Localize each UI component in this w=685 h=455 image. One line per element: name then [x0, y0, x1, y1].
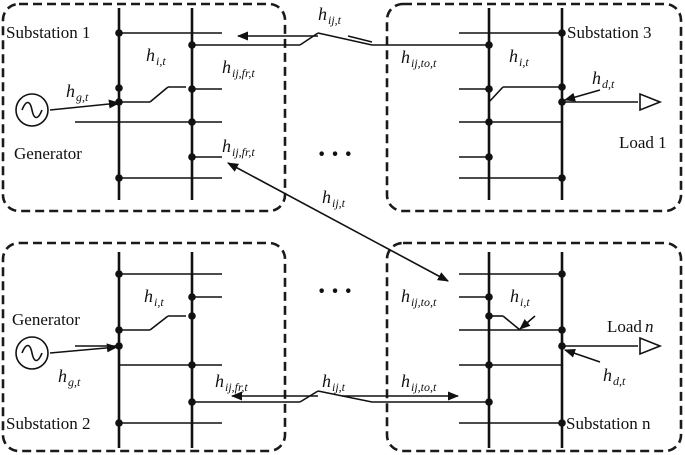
svg-text:h: h	[322, 187, 331, 207]
symbol-h-it: h i,t	[510, 286, 530, 309]
svg-text:h: h	[222, 57, 231, 77]
substation-3-boundary	[385, 2, 683, 213]
sine-wave-icon	[21, 101, 43, 119]
svg-text:ij,t: ij,t	[328, 13, 342, 27]
load-triangle-icon	[639, 92, 663, 112]
line-s1-sn	[227, 162, 449, 282]
svg-text:h: h	[401, 371, 410, 391]
load-label: Load 1	[619, 133, 667, 152]
symbol-h-ijtot: h ij,to,t	[401, 286, 437, 309]
sine-wave-icon	[21, 344, 43, 362]
substation-label: Substation 2	[6, 414, 91, 433]
svg-text:h: h	[215, 371, 224, 391]
svg-text:h: h	[603, 365, 612, 385]
svg-text:i,t: i,t	[519, 55, 529, 69]
svg-text:n: n	[645, 317, 654, 336]
svg-text:h: h	[509, 46, 518, 66]
symbol-h-ijt: h ij,t	[322, 371, 346, 394]
ellipsis: ···	[317, 139, 357, 170]
symbol-h-gt: h g,t	[58, 366, 81, 389]
symbol-h-dt: h d,t	[603, 365, 626, 388]
symbol-h-ijt: h ij,t	[318, 4, 342, 27]
svg-text:d,t: d,t	[602, 77, 615, 91]
svg-text:h: h	[58, 366, 67, 386]
substation-label: Substation 1	[6, 23, 91, 42]
svg-text:h: h	[222, 136, 231, 156]
symbol-h-ijfrt: h ij,fr,t	[222, 57, 255, 80]
load-label: Load n	[607, 317, 654, 336]
svg-text:d,t: d,t	[613, 374, 626, 388]
svg-text:i,t: i,t	[520, 295, 530, 309]
svg-text:ij,to,t: ij,to,t	[411, 295, 437, 309]
substation-2: Generator Substation 2 h g,t h i,t h ij,…	[1, 241, 287, 453]
transmission-lines: h ij,t h ij,t h ij,t	[222, 4, 460, 403]
svg-text:i,t: i,t	[156, 54, 166, 68]
svg-text:h: h	[322, 371, 331, 391]
substation-1: Substation 1 Generator h g,t h i,t h ij,…	[1, 2, 300, 213]
svg-text:i,t: i,t	[154, 295, 164, 309]
substation-n: Load n Substation n h ij,to,t h i,t h d,…	[372, 241, 683, 453]
svg-text:h: h	[144, 286, 153, 306]
symbol-h-ijfrt: h ij,fr,t	[222, 136, 255, 159]
substation-label: Substation 3	[567, 23, 652, 42]
symbol-h-it: h i,t	[509, 46, 529, 69]
svg-text:h: h	[510, 286, 519, 306]
symbol-h-dt: h d,t	[592, 68, 615, 91]
symbol-h-it: h i,t	[146, 45, 166, 68]
substation-3: Substation 3 Load 1 h ij,to,t h i,t h d,…	[372, 2, 683, 213]
line-switch	[299, 32, 319, 46]
svg-text:ij,to,t: ij,to,t	[411, 56, 437, 70]
svg-text:h: h	[66, 81, 75, 101]
generator-label: Generator	[12, 310, 80, 329]
symbol-h-ijfrt: h ij,fr,t	[215, 371, 248, 394]
symbol-h-ijt: h ij,t	[322, 187, 346, 210]
substation-n-boundary	[385, 241, 683, 453]
svg-text:ij,fr,t: ij,fr,t	[225, 380, 248, 394]
load-triangle-icon	[639, 336, 663, 356]
svg-text:ij,to,t: ij,to,t	[411, 380, 437, 394]
symbol-h-ijtot: h ij,to,t	[401, 47, 437, 70]
svg-text:Load: Load	[607, 317, 642, 336]
svg-text:g,t: g,t	[68, 375, 81, 389]
svg-text:h: h	[592, 68, 601, 88]
svg-text:g,t: g,t	[76, 90, 89, 104]
symbol-h-ijtot: h ij,to,t	[401, 371, 437, 394]
svg-text:ij,fr,t: ij,fr,t	[232, 145, 255, 159]
symbol-h-gt: h g,t	[66, 81, 89, 104]
svg-text:ij,t: ij,t	[332, 196, 346, 210]
svg-text:h: h	[401, 286, 410, 306]
substation-label: Substation n	[566, 414, 651, 433]
svg-text:h: h	[401, 47, 410, 67]
symbol-h-it: h i,t	[144, 286, 164, 309]
svg-text:ij,t: ij,t	[332, 380, 346, 394]
svg-text:ij,fr,t: ij,fr,t	[232, 66, 255, 80]
svg-text:h: h	[318, 4, 327, 24]
ellipsis: ···	[317, 276, 357, 307]
generator-label: Generator	[14, 144, 82, 163]
svg-text:h: h	[146, 45, 155, 65]
